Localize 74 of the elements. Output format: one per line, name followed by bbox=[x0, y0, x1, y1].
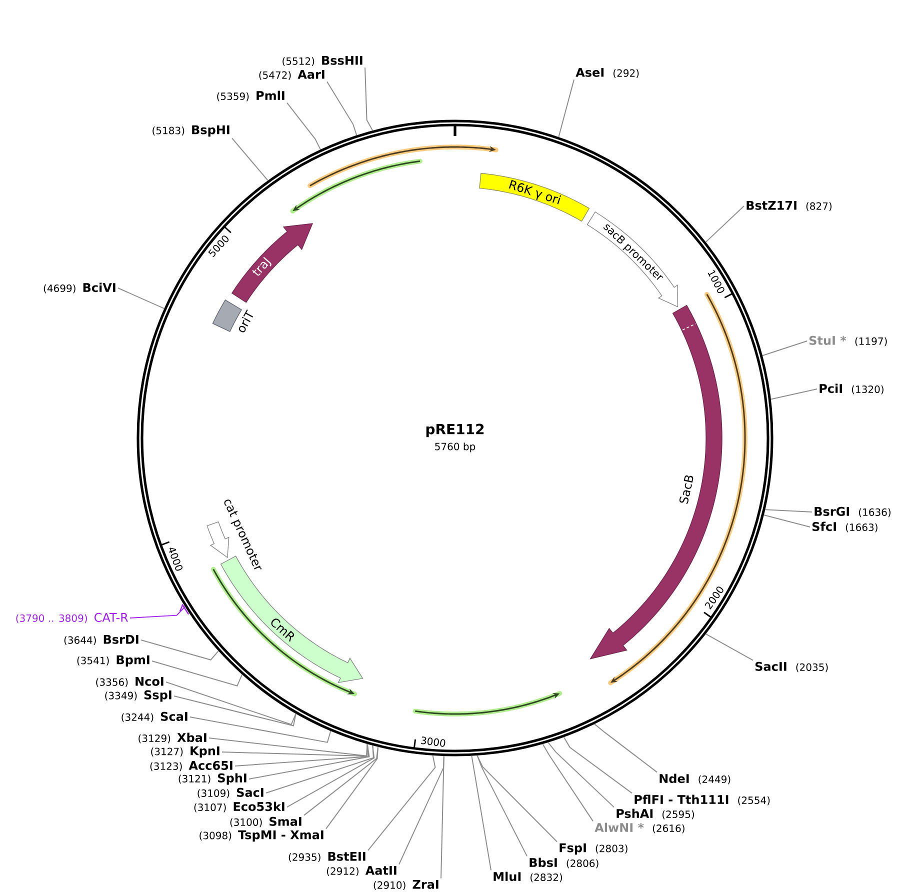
leader-line bbox=[286, 744, 375, 808]
leader-line bbox=[476, 755, 558, 842]
enzyme-label: (3349) SspI bbox=[105, 690, 172, 702]
feature-label: oriT bbox=[238, 310, 254, 332]
enzyme-label: (3109) SacI bbox=[198, 788, 264, 798]
leader-line bbox=[440, 756, 444, 879]
leader-line bbox=[762, 340, 808, 356]
leader-line bbox=[763, 514, 810, 528]
leader-line bbox=[563, 736, 632, 794]
leader-line bbox=[166, 682, 296, 726]
enzyme-label: FspI (2803) bbox=[560, 843, 628, 855]
feature-label: SacB bbox=[679, 475, 694, 504]
leader-line bbox=[764, 509, 812, 512]
primer-label: (3790 .. 3809) CAT-R bbox=[16, 612, 128, 624]
enzyme-label: SacII (2035) bbox=[755, 662, 828, 672]
leader-line bbox=[326, 746, 379, 830]
enzyme-label: (2935) BstEII bbox=[288, 852, 366, 862]
enzyme-label: StuI * (1197) bbox=[809, 336, 887, 346]
leader-line bbox=[304, 746, 379, 816]
leader-line bbox=[705, 206, 744, 243]
leader-line bbox=[118, 288, 165, 310]
enzyme-label: BsrGI (1636) bbox=[814, 506, 890, 518]
enzyme-label: PflFI - Tth111I (2554) bbox=[634, 794, 770, 806]
enzyme-label: NdeI (2449) bbox=[660, 774, 730, 784]
leader-line bbox=[594, 724, 658, 773]
enzyme-label: (2910) ZraI bbox=[374, 880, 438, 890]
leader-line bbox=[548, 742, 614, 808]
enzyme-label: (3123) Acc65I bbox=[150, 760, 232, 772]
leader-line bbox=[266, 744, 374, 794]
enzyme-label: (3541) BpmI bbox=[77, 655, 150, 667]
enzyme-label: (3127) KpnI bbox=[151, 746, 220, 758]
leader-line bbox=[368, 755, 436, 851]
enzyme-label: PciI (1320) bbox=[820, 384, 884, 394]
leader-line bbox=[208, 738, 368, 756]
enzyme-label: (3129) XbaI bbox=[138, 732, 206, 744]
enzyme-label: (3098) TspMI - XmaI bbox=[200, 830, 324, 842]
tick-label: 3000 bbox=[420, 736, 446, 747]
enzyme-label: (3100) SmaI bbox=[230, 816, 302, 828]
enzyme-label: (3644) BsrDI bbox=[64, 634, 138, 646]
enzyme-label: (3356) NcoI bbox=[96, 676, 164, 688]
leader-line bbox=[558, 79, 574, 138]
leader-line bbox=[152, 660, 243, 686]
leader-line bbox=[190, 716, 332, 743]
leader-line bbox=[542, 743, 594, 822]
enzyme-label: (5472) AarI bbox=[259, 70, 324, 80]
leader-line bbox=[471, 755, 492, 871]
enzyme-label: PshAI (2595) bbox=[616, 808, 694, 820]
enzyme-label: MluI (2832) bbox=[494, 872, 562, 882]
leader-line bbox=[174, 696, 296, 726]
enzyme-label: (3107) Eco53kI bbox=[194, 802, 284, 812]
enzyme-label: BstZ17I (827) bbox=[746, 200, 832, 212]
leader-line bbox=[705, 633, 754, 661]
enzyme-label: (3244) ScaI bbox=[122, 712, 188, 722]
leader-line bbox=[476, 755, 528, 857]
leader-line bbox=[130, 606, 186, 618]
tick-label: 4000 bbox=[169, 548, 182, 571]
enzyme-label: BbsI (2806) bbox=[530, 858, 598, 868]
leader-line bbox=[770, 388, 818, 400]
enzyme-label: SfcI (1663) bbox=[812, 522, 878, 532]
enzyme-label: (5512) BssHII bbox=[282, 56, 362, 66]
enzyme-label: (4699) BciVI bbox=[44, 282, 116, 294]
enzyme-label: (2912) AatII bbox=[326, 866, 396, 876]
origin-band: R6K γ ori bbox=[479, 172, 590, 222]
leader-line bbox=[248, 743, 370, 780]
enzyme-label: (3121) SphI bbox=[178, 773, 246, 785]
enzyme-label: (5359) PmlI bbox=[217, 90, 284, 102]
enzyme-label: (5183) BspHI bbox=[152, 125, 230, 137]
leader-line bbox=[232, 138, 268, 182]
leader-line bbox=[286, 102, 321, 150]
leader-line bbox=[326, 81, 358, 136]
enzyme-label: AseI (292) bbox=[576, 68, 639, 78]
leader-line bbox=[140, 640, 219, 660]
enzyme-label: AlwNI * (2616) bbox=[594, 822, 684, 834]
leader-line bbox=[364, 67, 374, 132]
